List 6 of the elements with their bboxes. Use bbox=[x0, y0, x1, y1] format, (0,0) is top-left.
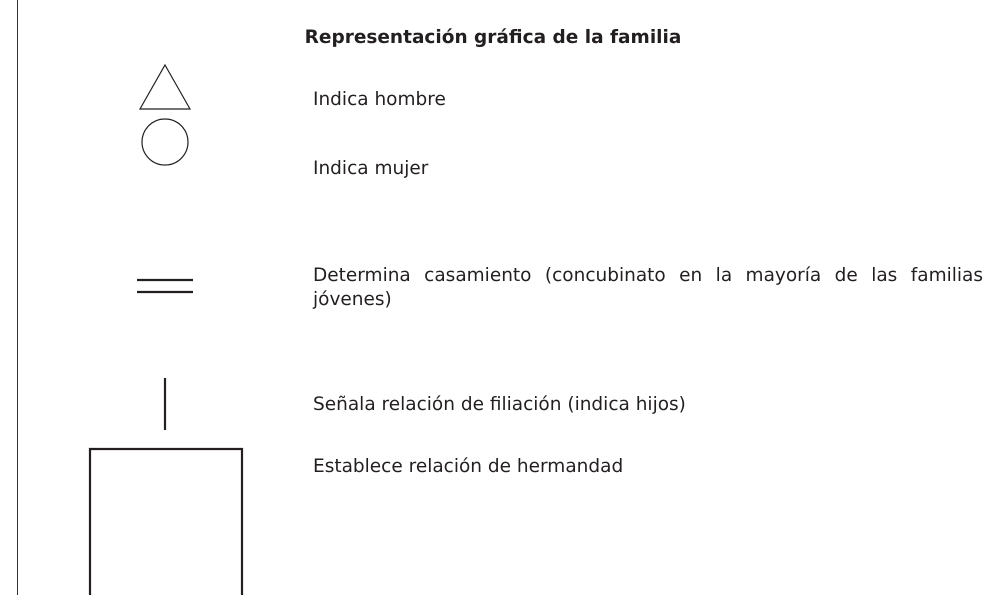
title: Representación gráfica de la familia bbox=[304, 26, 682, 50]
legend-text: Indica mujer bbox=[313, 157, 428, 181]
legend-text: Indica hombre bbox=[313, 88, 446, 112]
legend-text: Establece relación de hermandad bbox=[313, 455, 624, 479]
legend-text: Determina casamiento (concubinato en la mayoría de las familias jóvenes) bbox=[313, 264, 983, 312]
legend-text: Señala relación de filiación (indica hijos) bbox=[313, 393, 686, 417]
